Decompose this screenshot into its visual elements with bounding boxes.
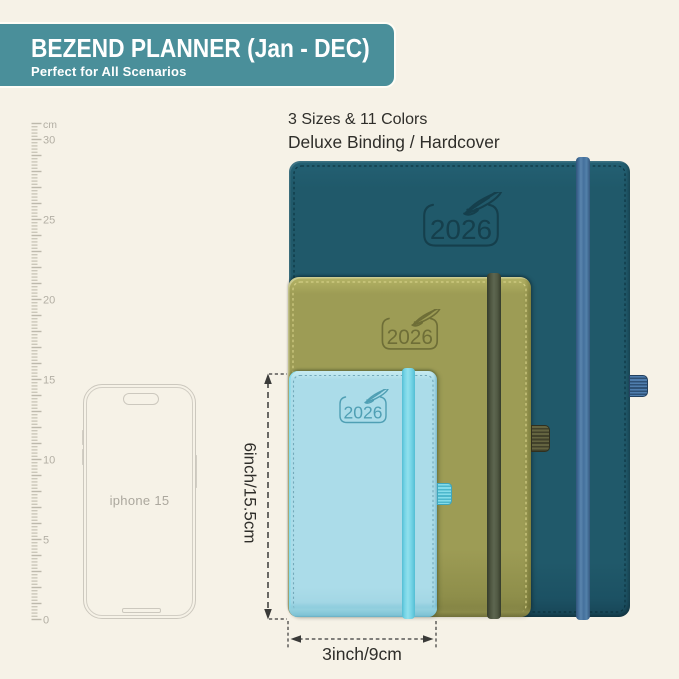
svg-text:0: 0 xyxy=(43,615,49,627)
svg-text:2026: 2026 xyxy=(429,214,491,245)
svg-text:5: 5 xyxy=(43,535,49,547)
svg-text:2026: 2026 xyxy=(343,402,382,422)
svg-text:15: 15 xyxy=(43,375,55,387)
svg-text:30: 30 xyxy=(43,135,55,147)
svg-text:2026: 2026 xyxy=(387,326,433,349)
svg-text:cm: cm xyxy=(43,119,57,131)
svg-text:6inch/15.5cm: 6inch/15.5cm xyxy=(241,442,260,543)
svg-text:3inch/9cm: 3inch/9cm xyxy=(322,644,402,664)
svg-text:25: 25 xyxy=(43,215,55,227)
svg-text:20: 20 xyxy=(43,295,55,307)
svg-text:10: 10 xyxy=(43,455,55,467)
